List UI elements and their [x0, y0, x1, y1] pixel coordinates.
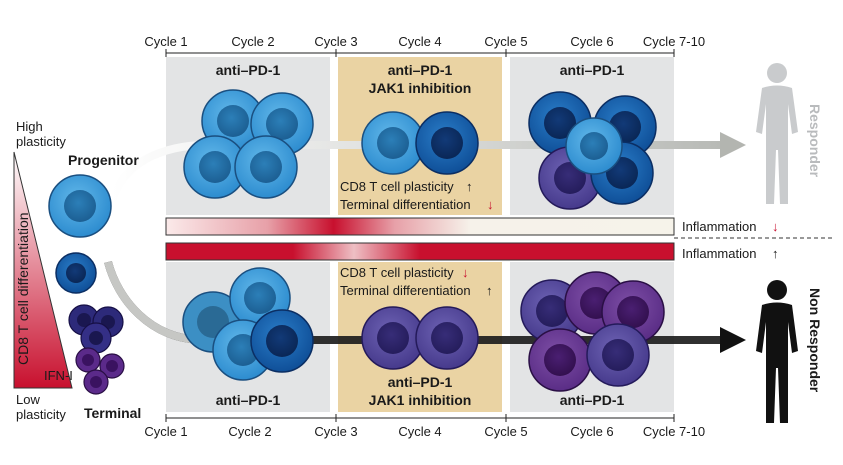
- top-right-drug-label: anti–PD-1: [560, 62, 625, 78]
- responder-inflammation-bar: [165, 217, 675, 236]
- responder-arrowhead: [720, 132, 746, 158]
- ifn-label: IFN-I: [44, 368, 73, 383]
- top-cycle-label: Cycle 6: [570, 34, 613, 49]
- bottom-mid-cell-cluster: [361, 306, 479, 370]
- non-responder-inflammation-label: Inflammation: [682, 246, 756, 261]
- responder-plasticity-arrow: ↑: [466, 179, 473, 194]
- top-cycle-label: Cycle 2: [231, 34, 274, 49]
- top-mid-drug-label: anti–PD-1: [388, 62, 453, 78]
- t-cell: [234, 135, 298, 199]
- non-responder-arrowhead: [720, 327, 746, 353]
- responder-plasticity-label: CD8 T cell plasticity: [340, 179, 454, 194]
- bottom-left-drug-label: anti–PD-1: [216, 392, 281, 408]
- low-plasticity-label: plasticity: [16, 407, 66, 422]
- non-responder-inflammation-arrow: ↑: [772, 246, 779, 261]
- bottom-mid-jak1-label: JAK1 inhibition: [369, 392, 472, 408]
- non-responder-terminal-arrow: ↑: [486, 283, 493, 298]
- t-cell: [250, 309, 314, 373]
- t-cell: [586, 323, 650, 387]
- bottom-mid-drug-label: anti–PD-1: [388, 374, 453, 390]
- high-plasticity-label: High: [16, 119, 43, 134]
- top-cycle-label: Cycle 5: [484, 34, 527, 49]
- top-left-cell-cluster: [183, 89, 314, 199]
- bottom-cycle-label: Cycle 2: [228, 424, 271, 439]
- bottom-cycle-label: Cycle 1: [144, 424, 187, 439]
- responder-figure-icon: [756, 63, 798, 204]
- non-responder-terminal-label: Terminal differentiation: [340, 283, 471, 298]
- intermediate-cell: [55, 252, 97, 294]
- top-mid-cell-cluster: [361, 111, 479, 175]
- bottom-cycle-label: Cycle 6: [570, 424, 613, 439]
- top-cycle-label: Cycle 4: [398, 34, 441, 49]
- progenitor-label: Progenitor: [68, 152, 139, 168]
- top-cycle-label: Cycle 3: [314, 34, 357, 49]
- t-cell: [183, 135, 247, 199]
- non-responder-figure-icon: [756, 280, 798, 423]
- bottom-ticks: [165, 414, 675, 422]
- bottom-right-cell-cluster: [520, 271, 665, 392]
- bottom-cycle-label: Cycle 5: [484, 424, 527, 439]
- differentiation-triangle: [13, 151, 73, 389]
- non-responder-plasticity-label: CD8 T cell plasticity: [340, 265, 454, 280]
- top-right-cell-cluster: [528, 91, 657, 210]
- responder-terminal-arrow: ↓: [487, 197, 494, 212]
- non-responder-plasticity-arrow: ↓: [462, 265, 469, 280]
- responder-terminal-label: Terminal differentiation: [340, 197, 471, 212]
- bottom-right-drug-label: anti–PD-1: [560, 392, 625, 408]
- bottom-cycle-label: Cycle 4: [398, 424, 441, 439]
- terminal-label: Terminal: [84, 405, 141, 421]
- t-cell: [415, 306, 479, 370]
- responder-label: Responder: [807, 104, 823, 178]
- responder-inflammation-label: Inflammation: [682, 219, 756, 234]
- bottom-left-cell-cluster: [182, 267, 314, 381]
- high-plasticity-label: plasticity: [16, 134, 66, 149]
- t-cell: [528, 328, 592, 392]
- non-responder-inflammation-bar: [165, 242, 675, 261]
- bottom-cycle-label: Cycle 3: [314, 424, 357, 439]
- t-cell: [415, 111, 479, 175]
- bottom-cycle-label: Cycle 7-10: [643, 424, 705, 439]
- top-mid-jak1-label: JAK1 inhibition: [369, 80, 472, 96]
- low-plasticity-label: Low: [16, 392, 40, 407]
- terminal-cell-cluster-violet: [75, 347, 125, 395]
- top-left-drug-label: anti–PD-1: [216, 62, 281, 78]
- differentiation-axis-label: CD8 T cell differentiation: [15, 212, 31, 365]
- top-cycle-label: Cycle 1: [144, 34, 187, 49]
- terminal-cell-cluster-blue: [68, 304, 124, 354]
- responder-inflammation-arrow: ↓: [772, 219, 779, 234]
- t-cell: [361, 111, 425, 175]
- progenitor-cell: [48, 174, 112, 238]
- non-responder-label: Non Responder: [807, 288, 823, 393]
- t-cell: [361, 306, 425, 370]
- top-ticks: [165, 49, 675, 57]
- top-cycle-label: Cycle 7-10: [643, 34, 705, 49]
- t-cell: [565, 117, 623, 175]
